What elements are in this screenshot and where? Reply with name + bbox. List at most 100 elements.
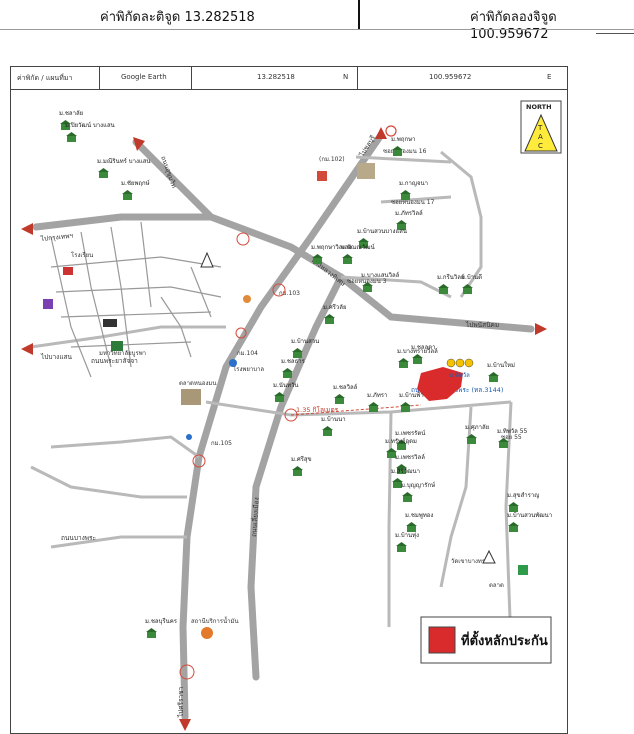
subject-site: ม.ทิพวัล	[417, 358, 474, 401]
house-icon	[98, 168, 109, 178]
road-central-trunk	[179, 131, 385, 721]
road-east-branch	[504, 401, 513, 648]
house-icon	[368, 402, 379, 412]
road-west	[30, 325, 226, 349]
landmark-labels: โรงพยาบาล มหาวิทยาลัยบูรพา โรงเรียน วัดเ…	[71, 148, 522, 625]
house-icon	[362, 282, 373, 292]
north-letter: T	[537, 124, 543, 132]
map-header-separator	[99, 67, 100, 89]
place-label: ม.สิริวัฒนา	[391, 468, 420, 475]
bus-icon	[111, 341, 123, 351]
shop-icon	[317, 171, 327, 181]
km-marker-icon	[192, 454, 206, 468]
longitude-label: ค่าพิกัดลองจิจูด	[470, 10, 557, 25]
secondary-roads	[30, 150, 513, 648]
place-label: ม.ชมพูทอง	[405, 512, 433, 519]
place-label: ม.ชลวิลล์	[333, 383, 358, 391]
major-roads	[32, 131, 535, 721]
photo-thumbnail-icon	[357, 163, 375, 179]
map-canvas: ไปชลบุรี ไปกรุงเทพฯ ไปบางแสน ไปพนัสนิคม …	[21, 100, 562, 731]
label-km102: (กม.102)	[319, 156, 345, 163]
landmark-icons	[43, 125, 528, 639]
school-icon	[43, 299, 53, 309]
road-soi-17	[380, 195, 452, 204]
place-label: ม.บุญญารักษ์	[401, 481, 435, 489]
school-icon	[63, 267, 73, 275]
map-header-line	[11, 89, 567, 90]
house-icon	[462, 284, 473, 294]
map-frame: ค่าพิกัด / แผนที่มา Google Earth 13.2825…	[10, 66, 568, 734]
road-east-soi	[439, 406, 473, 588]
label-soi55: ซอย 55	[501, 434, 522, 441]
house-icon	[386, 448, 397, 458]
bus-icon	[103, 319, 117, 327]
place-label: ม.บ้านฟ้า	[399, 392, 424, 399]
longitude-cell: ค่าพิกัดลองจิจูด 100.959672	[470, 6, 634, 42]
place-label: ม.ทรัพย์อุดม	[385, 437, 417, 445]
house-icon	[508, 502, 519, 512]
label-to-bang-saen: ไปบางแสน	[40, 353, 73, 361]
place-label: ม.ทิพวัล 55	[497, 428, 528, 435]
house-icon	[392, 146, 403, 156]
house-icon	[342, 254, 353, 264]
north-arrow: NORTH T A C	[520, 100, 562, 154]
house-icon	[66, 132, 77, 142]
place-label: ม.ชลบุรีนคร	[145, 617, 178, 625]
road-upper-west	[32, 213, 535, 333]
info-icon	[229, 359, 237, 367]
place-label: ม.ภัทรา	[367, 392, 387, 399]
house-icon	[312, 254, 323, 264]
map-header-separator	[191, 67, 192, 89]
road-north-east-loop	[440, 150, 483, 298]
map-source: Google Earth	[121, 73, 167, 81]
coordinate-underline	[0, 29, 634, 30]
house-icon	[402, 492, 413, 502]
map-lon: 100.959672	[429, 73, 472, 81]
town-grid	[50, 221, 222, 378]
road-south-west	[50, 435, 200, 459]
place-label: ม.กาญจนา	[399, 180, 428, 187]
km-marker-icon	[179, 664, 195, 680]
direction-arrows	[21, 127, 547, 731]
longitude-value: 100.959672	[470, 27, 549, 42]
place-label: ม.บ้านนา	[321, 416, 346, 423]
label-gas-station: สถานีบริการน้ำมัน	[191, 615, 239, 625]
place-label: ม.พฤกษาวิลเลจ	[311, 244, 352, 251]
place-label: ม.ปัณณวัฒน์	[341, 243, 375, 251]
label-road-bottom-left: ถนนบางพระ	[61, 534, 96, 542]
north-triangle-icon	[524, 113, 558, 152]
latitude-label: ค่าพิกัดละติจูด	[100, 10, 181, 25]
place-label: ม.บ้านสวนพัฒนา	[507, 512, 552, 519]
coordinate-underline-short	[596, 33, 634, 34]
house-icon	[400, 190, 411, 200]
arrow-west-mid	[21, 343, 33, 355]
km-marker-icon	[272, 283, 286, 297]
label-km103: กม.103	[279, 290, 300, 297]
legend: ที่ตั้งหลักประกัน	[420, 616, 552, 664]
info-icon	[186, 434, 192, 440]
place-label: ม.บ้านใหม่	[487, 361, 515, 369]
house-icon	[400, 402, 411, 412]
house-icon	[488, 372, 499, 382]
house-icon	[274, 392, 285, 402]
place-label: ม.ปิยวัฒน์ บางแสน	[65, 121, 115, 129]
hospital-icon	[518, 565, 528, 575]
route-distance-line	[290, 404, 422, 416]
map-lon-unit: E	[547, 73, 552, 81]
arrow-south	[179, 719, 191, 731]
arrow-west-upper	[21, 223, 33, 235]
label-university: มหาวิทยาลัยบูรพา	[99, 350, 146, 357]
place-label: ม.นันทวัน	[273, 382, 299, 389]
house-icon	[392, 478, 403, 488]
place-label: ม.ชลลดา	[411, 344, 436, 351]
temple-icon	[482, 549, 496, 564]
place-label: ม.เพชรวิลล์	[395, 453, 425, 461]
place-label: ม.มณีรินทร์ บางแสน	[97, 157, 151, 165]
place-label: ม.ชลธาร	[281, 358, 306, 365]
house-icon	[412, 354, 423, 364]
label-to-sriracha-right: ไปพนัสนิคม	[465, 321, 499, 329]
label-km105: กม.105	[211, 440, 232, 447]
place-label: ม.ชัยพฤกษ์	[121, 179, 150, 187]
label-bangkok: ไปกรุงเทพฯ	[39, 232, 73, 243]
